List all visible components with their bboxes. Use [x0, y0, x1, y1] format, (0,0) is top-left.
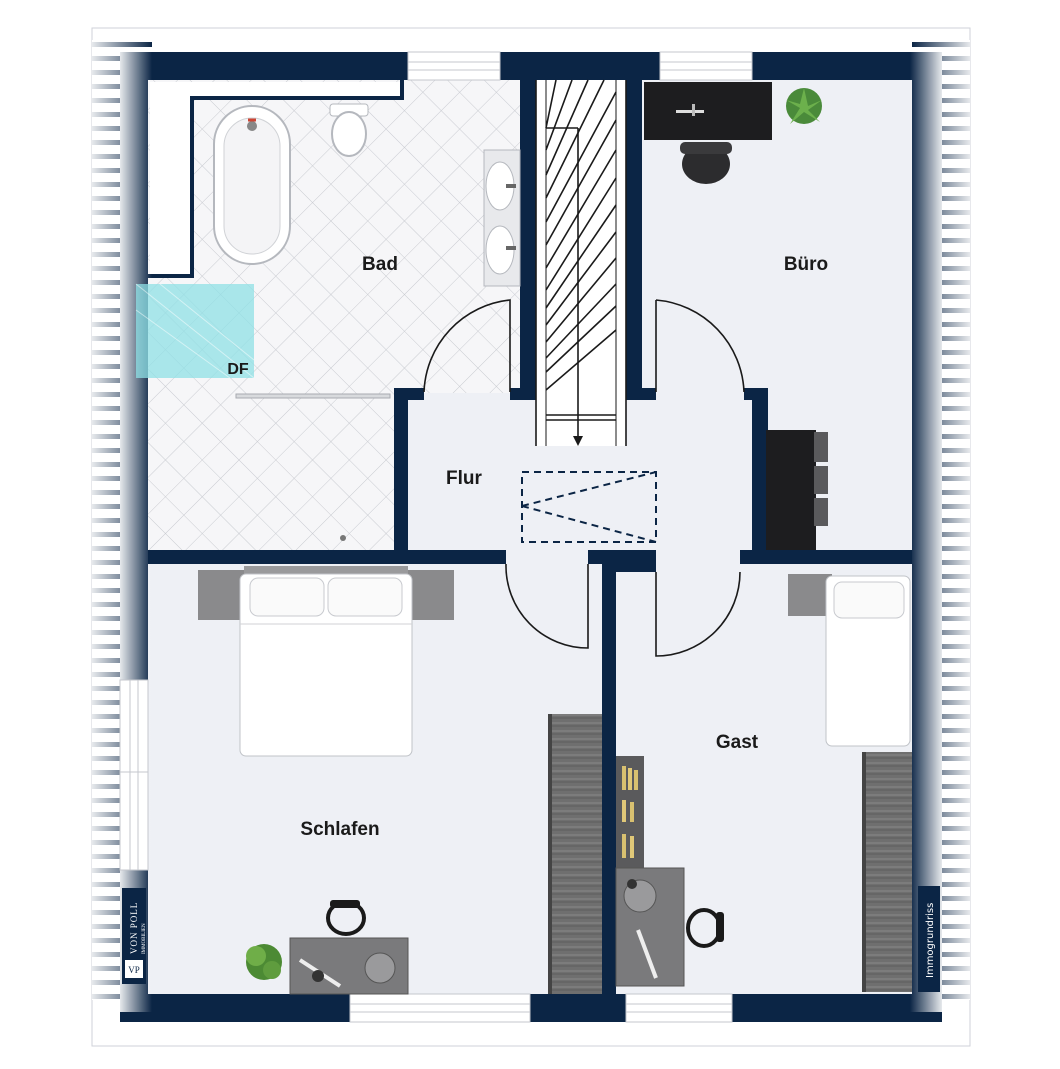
window-top-bad: [407, 51, 501, 81]
side-label: Immogrundriss: [925, 903, 936, 978]
logo-initials: VP: [128, 965, 140, 975]
toilet: [329, 103, 369, 157]
wardrobe-schlafen: [548, 714, 602, 994]
logo-name: VON POLL: [129, 902, 139, 954]
logo-sub: IMMOBILIEN: [142, 923, 147, 954]
single-bed: [788, 574, 911, 747]
chair-schlafen: [326, 900, 366, 936]
bathtub: [213, 105, 291, 265]
shower-glass: [235, 393, 391, 399]
roof-window-df: [135, 283, 255, 379]
double-sink: [483, 149, 521, 287]
plant-icon: [246, 944, 282, 980]
wardrobe-gast: [862, 752, 912, 992]
office-chair: [680, 142, 732, 184]
label-df: DF: [227, 361, 249, 378]
von-poll-logo: VP VON POLL IMMOBILIEN: [122, 888, 147, 984]
desk-gast: [615, 867, 685, 987]
staircase: [535, 79, 627, 446]
window-left-schlafen: [119, 679, 149, 871]
label-buero: Büro: [784, 254, 828, 275]
label-schlafen: Schlafen: [300, 819, 379, 840]
label-flur: Flur: [446, 468, 482, 489]
office-desk: [644, 82, 772, 140]
window-bottom-gast: [625, 993, 733, 1023]
label-gast: Gast: [716, 732, 759, 753]
bookshelf-gast: [616, 756, 644, 868]
door-swings: [423, 299, 745, 657]
office-shelf: [766, 430, 828, 550]
double-bed: [198, 566, 454, 757]
desk-schlafen: [289, 937, 409, 995]
window-top-buero: [659, 51, 753, 81]
window-bottom-schlafen: [349, 993, 531, 1023]
chair-gast: [686, 908, 724, 948]
attic-hatch: [521, 471, 657, 543]
floor-drain-icon: [340, 535, 346, 541]
interior-walls: [148, 80, 912, 994]
plant-icon: [786, 88, 822, 124]
label-bad: Bad: [362, 254, 398, 275]
immogrundriss-badge: Immogrundriss: [918, 886, 940, 992]
